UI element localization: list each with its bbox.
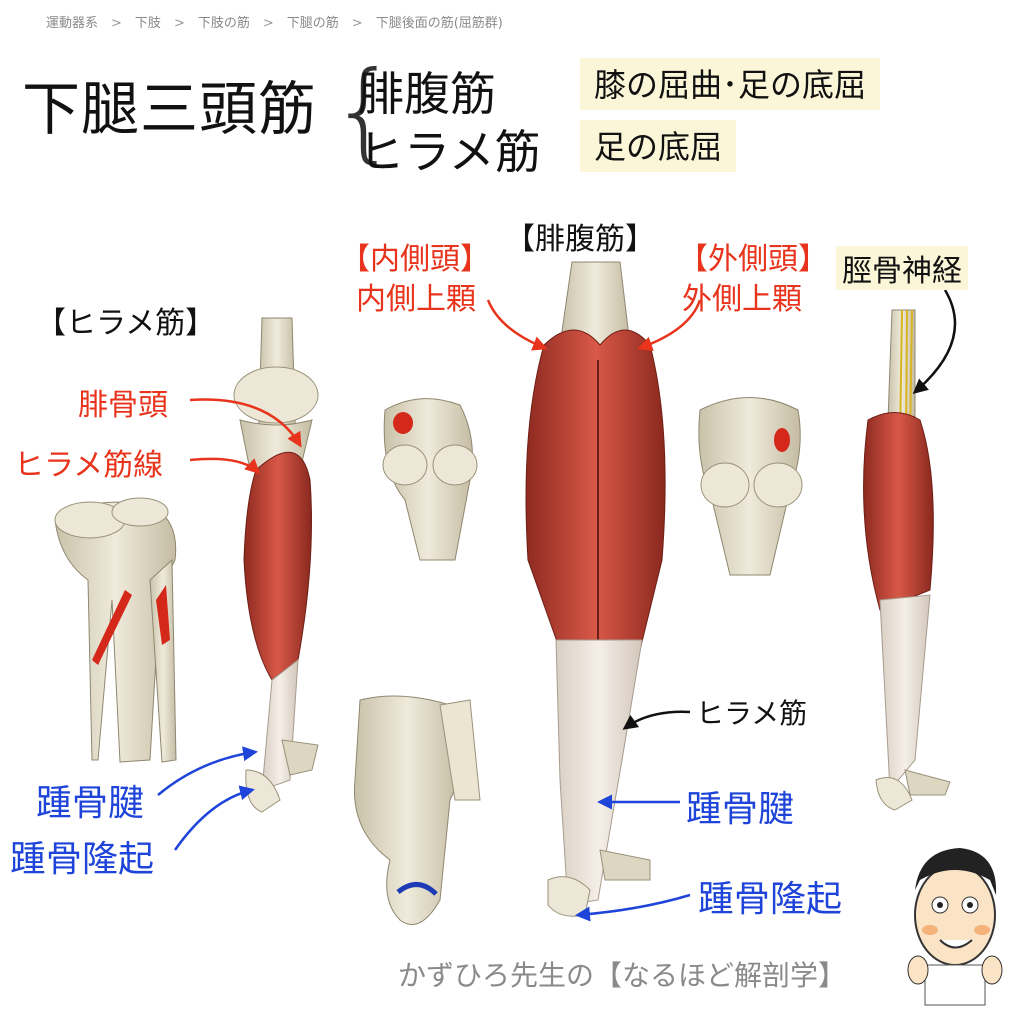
breadcrumb-item[interactable]: 運動器系 (46, 16, 99, 31)
breadcrumb-item[interactable]: 下腿後面の筋(屈筋群) (375, 16, 503, 31)
breadcrumb-separator: > (173, 16, 185, 31)
soleus-pointer-label: ヒラメ筋 (696, 697, 808, 730)
breadcrumb-separator: > (262, 16, 274, 31)
achilles-tendon-label-center: 踵骨腱 (686, 789, 795, 830)
brace-glyph: { (330, 49, 399, 174)
soleus-illustration (233, 317, 319, 813)
soleus-header: 【ヒラメ筋】 (36, 306, 216, 341)
tibia-fibula-illustration (54, 497, 177, 763)
gastrocnemius-header: 【腓腹筋】 (505, 222, 655, 257)
breadcrumb-separator: > (111, 16, 122, 31)
page-title: 下腿三頭筋 (22, 75, 318, 143)
pointer-arrows (157, 289, 957, 922)
calcaneus-illustration (353, 695, 481, 925)
medial-head-label: 【内側頭】 (340, 242, 490, 277)
function-gastrocnemius: 膝の屈曲･足の底屈 (580, 58, 881, 110)
calcaneal-tuberosity-label-center: 踵骨隆起 (698, 879, 843, 920)
breadcrumb: 運動器系 > 下肢 > 下肢の筋 > 下腿の筋 > 下腿後面の筋(屈筋群) (46, 12, 503, 31)
tibial-nerve-illustration (863, 309, 951, 811)
femur-condyles-lateral (698, 397, 803, 576)
lateral-epicondyle-label: 外側上顆 (682, 282, 802, 317)
achilles-tendon-label-left: 踵骨腱 (36, 783, 145, 824)
calcaneal-tuberosity-label-left: 踵骨隆起 (10, 839, 155, 880)
function-soleus: 足の底屈 (580, 120, 737, 172)
breadcrumb-separator: > (351, 16, 363, 31)
muscle-name-gastrocnemius: 腓腹筋 (358, 67, 496, 121)
breadcrumb-item[interactable]: 下肢の筋 (197, 16, 250, 31)
gastrocnemius-illustration (525, 261, 666, 917)
site-credit: かずひろ先生の【なるほど解剖学】 (398, 959, 847, 992)
doctor-avatar (907, 848, 1003, 1006)
femur-condyles-medial (382, 398, 478, 561)
muscle-name-soleus: ヒラメ筋 (358, 125, 541, 179)
tibial-nerve-label: 脛骨神経 (836, 246, 968, 290)
lateral-head-label: 【外側頭】 (678, 242, 828, 277)
soleal-line-label: ヒラメ筋線 (14, 448, 164, 483)
breadcrumb-item[interactable]: 下肢 (134, 16, 161, 31)
medial-epicondyle-label: 内側上顆 (356, 282, 476, 317)
breadcrumb-item[interactable]: 下腿の筋 (286, 16, 339, 31)
fibular-head-label: 腓骨頭 (78, 388, 168, 423)
